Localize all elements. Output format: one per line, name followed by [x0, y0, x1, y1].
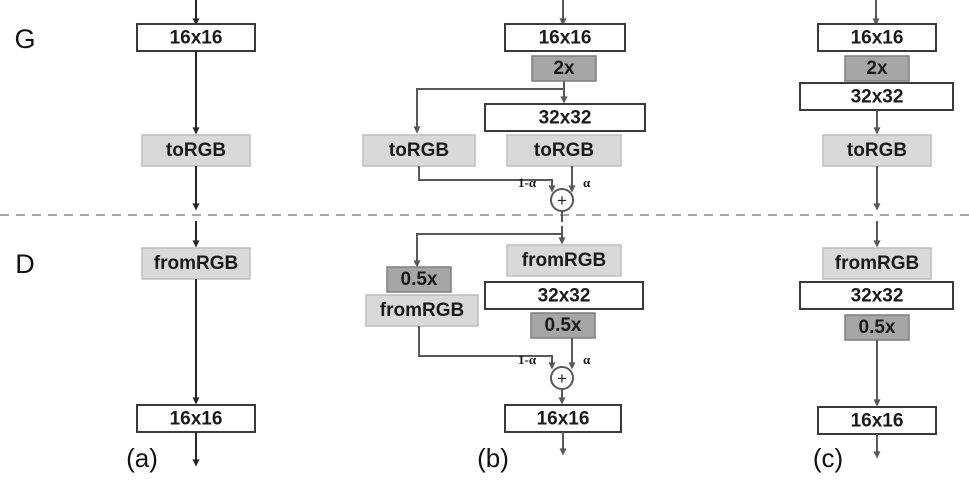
panel-b-label: (b) [477, 443, 509, 473]
panel-b-d-fromrgb-old-label: fromRGB [380, 300, 464, 321]
panel-a-g-torgb-label: toRGB [166, 140, 226, 161]
panel-b-d-downsample-new-box [530, 312, 596, 339]
panel-c-d-res-new-box [799, 281, 954, 310]
panel-b-g-torgb-new-box [506, 134, 622, 167]
panel-c-g-upsample-label: 2x [866, 58, 888, 79]
panel-b-d-weight-old-label: 1-α [518, 352, 537, 367]
panel-b-d-downsample-old-label: 0.5x [401, 269, 438, 290]
panel-a-g-res-top-label: 16x16 [170, 28, 223, 49]
panel-a-g-torgb-box [141, 134, 251, 167]
panel-c-d-fromrgb-label: fromRGB [835, 253, 919, 274]
panel-b-g-weight-old-label: 1-α [518, 175, 537, 190]
panel-b-d-fromrgb-new-box [506, 244, 622, 277]
panel-b-g-torgb-old-label: toRGB [389, 140, 449, 161]
panel-a-d-fromrgb-box [141, 247, 251, 280]
panel-a: 16x16 toRGB fromRGB 16x16 (a) [126, 0, 256, 473]
panel-c-d-fromrgb-box [822, 247, 932, 280]
panel-b-d-res-new-box [484, 281, 644, 310]
panel-c-g-res-new-box [799, 82, 954, 111]
panel-a-d-res-bottom-label: 16x16 [170, 409, 223, 430]
panel-b-g-upsample-label: 2x [553, 58, 575, 79]
panel-c-g-res-top-box [817, 23, 937, 52]
panel-b-g-res-new-box [484, 103, 646, 132]
panel-b-g-upsample-box [531, 55, 597, 82]
row-label-discriminator: D [15, 249, 35, 279]
panel-b-d-path-old-to-sum [418, 326, 556, 370]
panel-c-g-res-new-label: 32x32 [851, 87, 904, 108]
panel-b-d-fromrgb-old-box [365, 294, 479, 327]
panel-b: 16x16 2x 32x32 toRGB toRGB 1-α α + [362, 0, 646, 473]
panel-c-g-torgb-box [822, 134, 932, 167]
panel-c-label: (c) [813, 443, 843, 473]
panel-b-d-downsample-old-box [386, 266, 452, 293]
panel-c-d-res-new-label: 32x32 [851, 286, 904, 307]
panel-a-g-res-top-box [136, 23, 256, 52]
panel-b-g-res-top-label: 16x16 [539, 28, 592, 49]
panel-b-g-res-new-label: 32x32 [539, 108, 592, 129]
row-label-generator: G [14, 24, 35, 54]
panel-b-g-torgb-new-label: toRGB [534, 140, 594, 161]
panel-b-d-sum-operator: + [557, 369, 567, 388]
panel-c-g-res-top-label: 16x16 [851, 28, 904, 49]
panel-b-d-res-bottom-label: 16x16 [537, 409, 590, 430]
panel-c: 16x16 2x 32x32 toRGB fromRGB 32x32 0. [799, 0, 954, 473]
panel-b-d-downsample-new-label: 0.5x [545, 315, 582, 336]
panel-b-g-path-old-to-sum [418, 166, 556, 193]
panel-c-d-downsample-box [844, 314, 910, 341]
panel-a-label: (a) [126, 443, 158, 473]
panel-a-d-fromrgb-label: fromRGB [154, 253, 238, 274]
panel-c-d-res-bottom-label: 16x16 [851, 411, 904, 432]
panel-c-d-downsample-label: 0.5x [859, 317, 896, 338]
panel-b-d-res-new-label: 32x32 [538, 286, 591, 307]
panel-b-g-sum-operator: + [557, 191, 567, 210]
panel-c-g-upsample-box [844, 55, 910, 82]
panel-c-g-torgb-label: toRGB [847, 140, 907, 161]
panel-b-g-weight-new-label: α [583, 175, 591, 190]
panel-b-d-weight-new-label: α [583, 352, 591, 367]
panel-b-d-fromrgb-new-label: fromRGB [522, 250, 606, 271]
panel-b-g-res-top-box [504, 23, 626, 52]
